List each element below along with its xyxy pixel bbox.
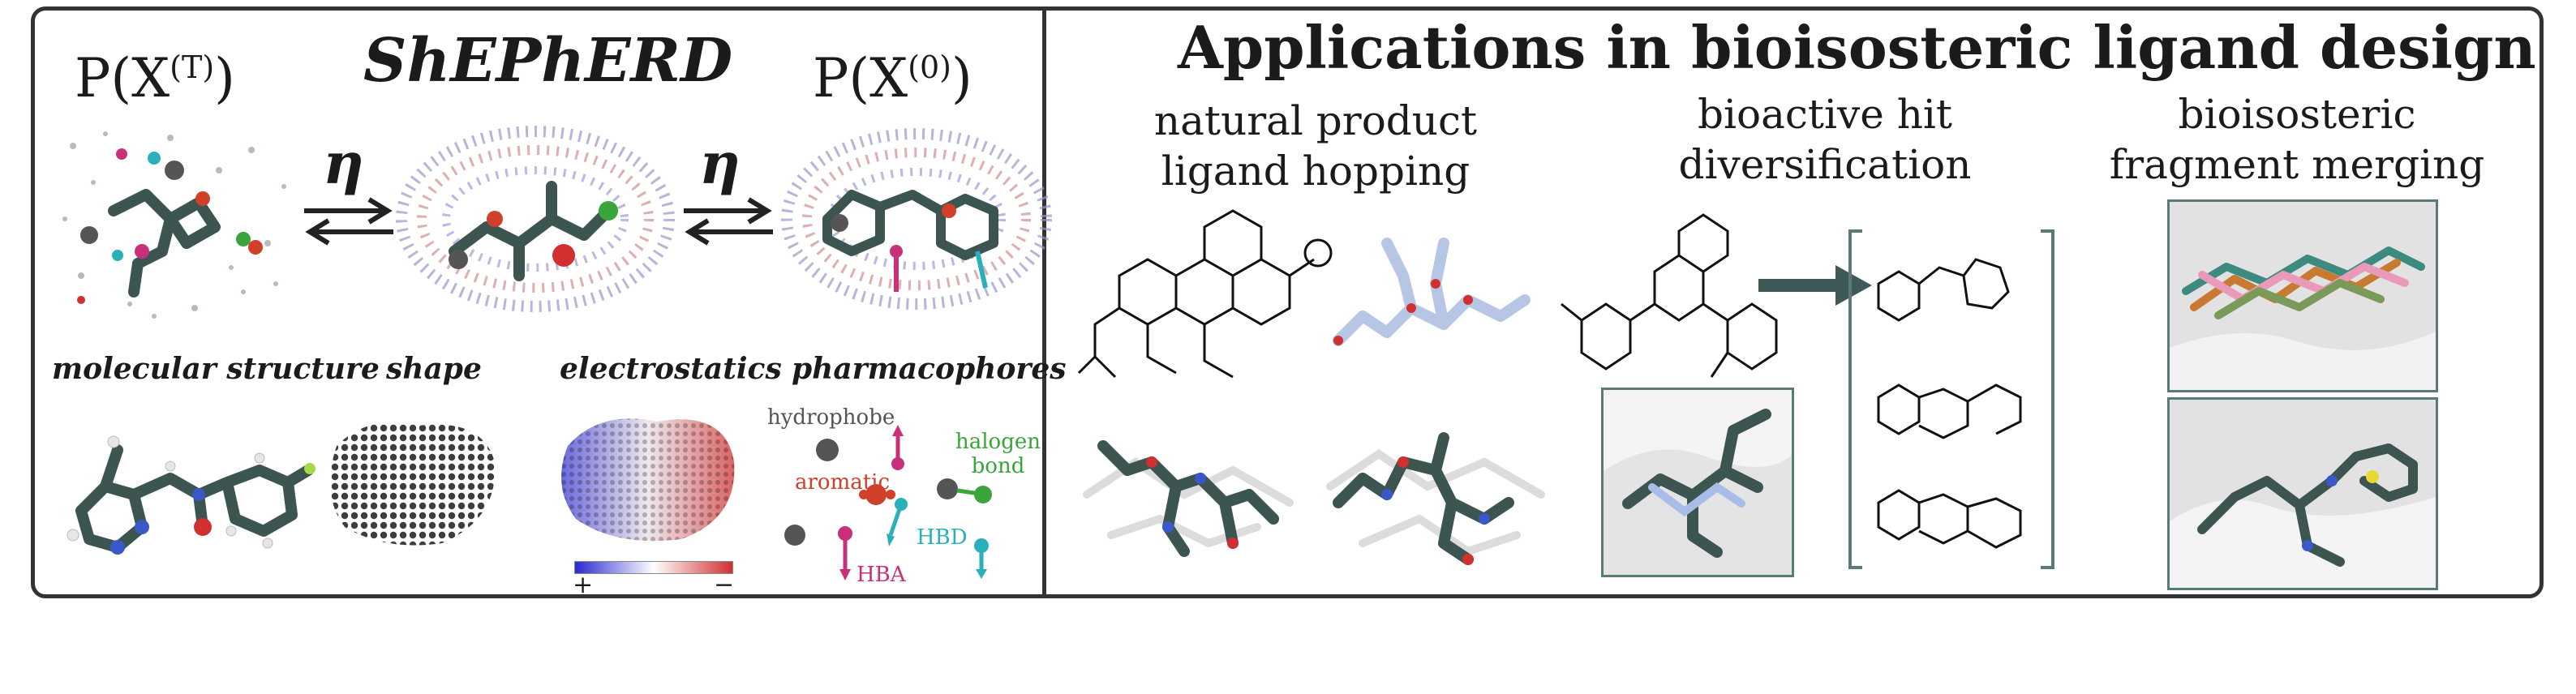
molecular-structure-render xyxy=(67,435,316,555)
label-molecular-structure: molecular structure xyxy=(52,352,380,386)
applications-title: Applications in bioisosteric ligand desi… xyxy=(1178,13,2536,82)
esp-minus-label: − xyxy=(714,571,735,599)
section-ligand-hopping-label: natural product ligand hopping xyxy=(1153,97,1478,195)
pharm-hba-label: HBA xyxy=(857,563,906,587)
hit-binding-pocket-render xyxy=(1601,388,1794,577)
natural-product-3d-overlay xyxy=(1333,238,1531,346)
hopping-ligand-overlay-1 xyxy=(1083,440,1294,557)
section-fragment-merging-label: bioisosteric fragment merging xyxy=(2109,91,2485,188)
equilibrium-arrows-left xyxy=(304,197,393,246)
esp-plus-label: + xyxy=(573,571,594,599)
section-hit-diversification-label: bioactive hit diversification xyxy=(1678,91,1972,188)
label-pharmacophores: pharmacophores xyxy=(792,352,1067,386)
shape-point-cloud xyxy=(330,422,496,546)
eta-right-label: η xyxy=(699,130,741,197)
label-shape: shape xyxy=(386,352,482,386)
pharmacophore-glyphs xyxy=(784,425,992,580)
equilibrium-arrows-right xyxy=(684,197,773,246)
esp-colorbar xyxy=(574,561,733,574)
prob-end-label: P(X(0)) xyxy=(813,47,972,109)
eta-left-label: η xyxy=(323,130,364,197)
hopping-ligand-overlay-2 xyxy=(1326,432,1545,565)
fragment-merging-render-1 xyxy=(2167,199,2438,392)
pharm-halogen-label: halogen bond xyxy=(955,430,1041,478)
noisy-molecule-state xyxy=(62,131,286,319)
label-electrostatics: electrostatics xyxy=(560,352,782,386)
pharm-hbd-label: HBD xyxy=(917,525,968,550)
electrostatics-surface xyxy=(561,418,735,542)
intermediate-molecule-state xyxy=(396,126,675,312)
prob-start-label: P(X(T)) xyxy=(75,47,235,109)
shepherd-title: ShEPhERD xyxy=(363,26,733,96)
fragment-merging-render-2 xyxy=(2167,397,2438,590)
bioactive-hit-2d-structure xyxy=(1561,213,1778,378)
natural-product-2d-structure xyxy=(1077,209,1333,379)
clean-molecule-state xyxy=(781,128,1052,310)
panel-divider xyxy=(1042,6,1046,598)
figure-frame xyxy=(31,6,2544,598)
pharm-hydrophobe-label: hydrophobe xyxy=(767,405,895,430)
diversification-arrow xyxy=(1758,265,1872,306)
diversified-hits-bracket xyxy=(1848,229,2054,569)
